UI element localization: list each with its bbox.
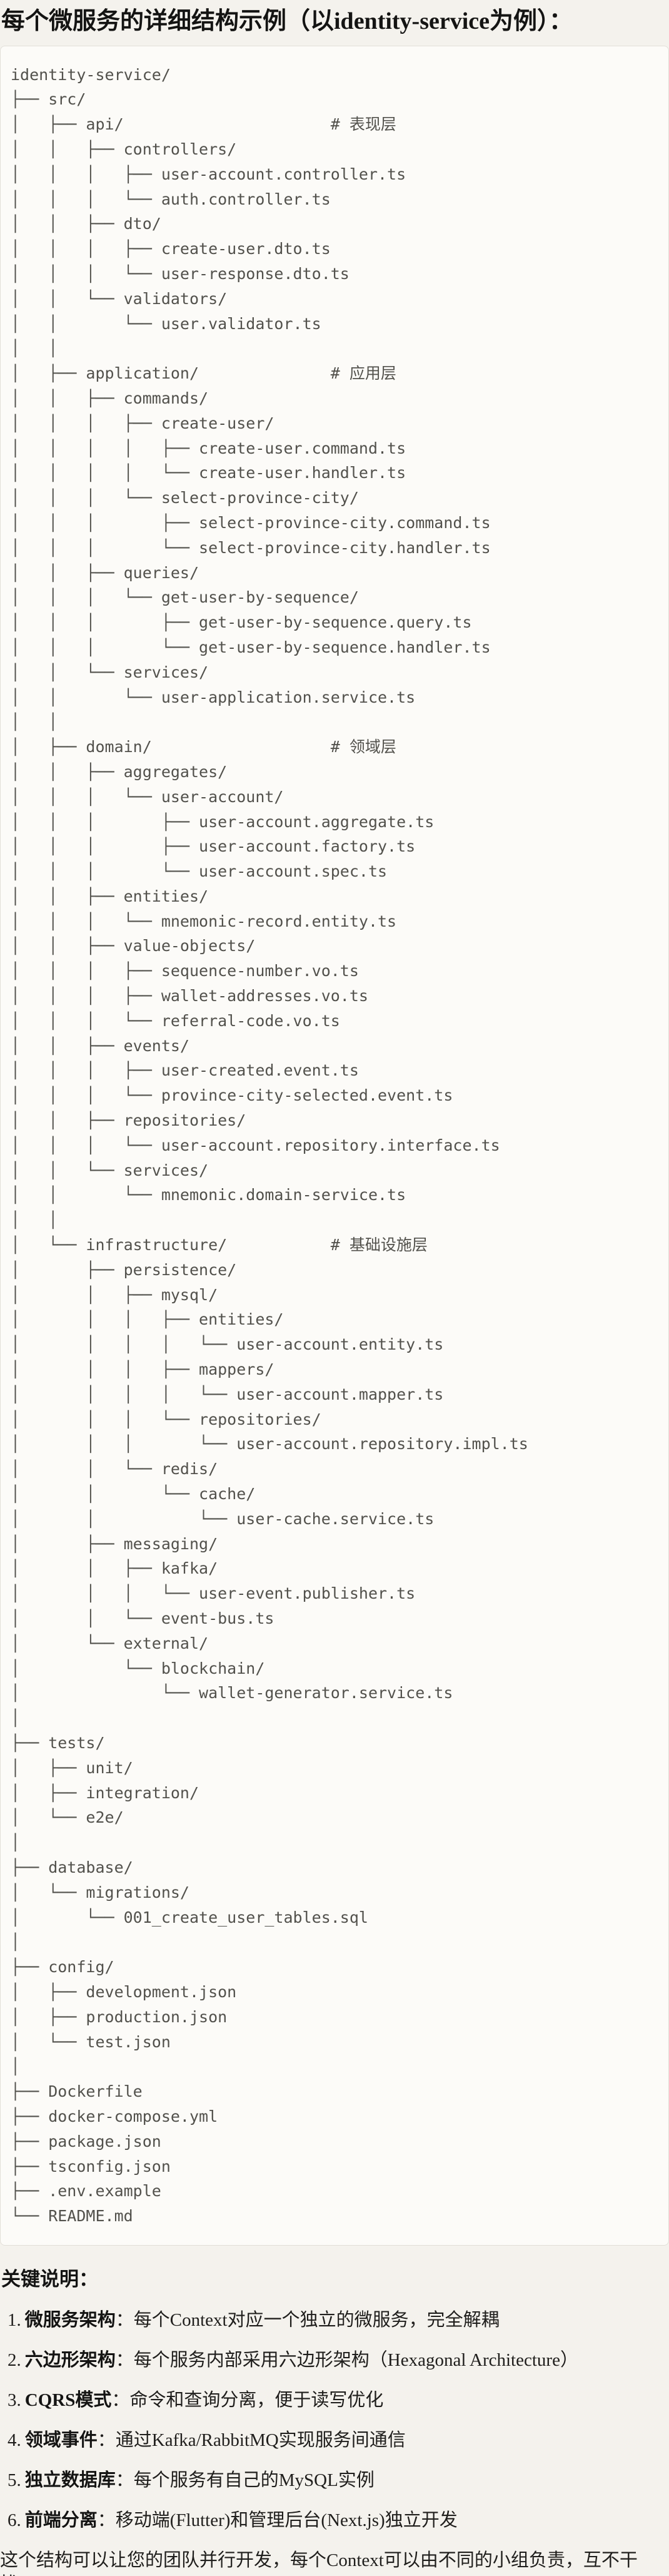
list-item: 4.领域事件：通过Kafka/RabbitMQ实现服务间通信 <box>0 2428 669 2452</box>
list-item-label: CQRS模式 <box>24 2390 112 2411</box>
list-item-number: 6. <box>8 2510 21 2531</box>
list-item: 5.独立数据库：每个服务有自己的MySQL实例 <box>0 2468 669 2492</box>
list-item-number: 3. <box>8 2390 21 2411</box>
closing-paragraph: 这个结构可以让您的团队并行开发，每个Context可以由不同的小组负责，互不干扰… <box>0 2550 638 2576</box>
list-item: 1.微服务架构：每个Context对应一个独立的微服务，完全解耦 <box>0 2308 669 2332</box>
list-item-number: 4. <box>8 2430 21 2451</box>
list-item-label: 微服务架构 <box>24 2310 116 2331</box>
list-item-text: ：每个服务有自己的MySQL实例 <box>115 2470 375 2491</box>
list-item-number: 2. <box>8 2350 21 2371</box>
list-item-text: ：每个服务内部采用六边形架构（Hexagonal Architecture） <box>115 2350 578 2371</box>
directory-tree-code-block: identity-service/ ├── src/ │ ├── api/ # … <box>0 45 669 2246</box>
list-item-number: 1. <box>8 2310 21 2331</box>
directory-tree-text: identity-service/ ├── src/ │ ├── api/ # … <box>11 65 528 2226</box>
list-item: 3.CQRS模式：命令和查询分离，便于读写优化 <box>0 2388 669 2412</box>
notes-heading: 关键说明： <box>1 2268 98 2290</box>
list-item-label: 独立数据库 <box>24 2470 116 2491</box>
list-item-label: 六边形架构 <box>24 2350 116 2371</box>
list-item-label: 前端分离 <box>24 2510 98 2531</box>
list-item-text: ：命令和查询分离，便于读写优化 <box>111 2390 384 2411</box>
list-item: 2.六边形架构：每个服务内部采用六边形架构（Hexagonal Architec… <box>0 2348 669 2372</box>
list-item-text: ：移动端(Flutter)和管理后台(Next.js)独立开发 <box>97 2510 458 2531</box>
page-title: 每个微服务的详细结构示例（以identity-service为例）： <box>1 8 573 34</box>
list-item-number: 5. <box>8 2470 21 2491</box>
list-item-label: 领域事件 <box>24 2430 98 2451</box>
list-item-text: ：通过Kafka/RabbitMQ实现服务间通信 <box>97 2430 406 2451</box>
list-item-text: ：每个Context对应一个独立的微服务，完全解耦 <box>115 2310 500 2331</box>
list-item: 6.前端分离：移动端(Flutter)和管理后台(Next.js)独立开发 <box>0 2508 669 2532</box>
